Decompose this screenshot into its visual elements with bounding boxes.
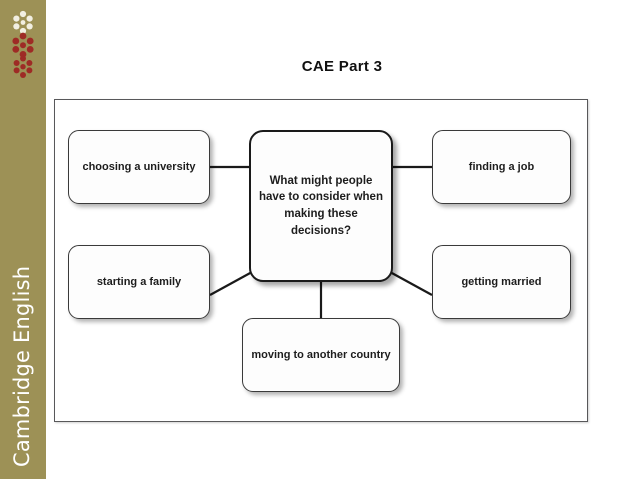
cambridge-flower-ornament-icon — [0, 8, 46, 84]
diagram-frame: choosing a university starting a family … — [54, 99, 588, 422]
node-choosing-university-label: choosing a university — [82, 160, 196, 173]
connector-center-to-starting-family — [209, 271, 253, 296]
node-central-question[interactable]: What might people have to consider when … — [249, 130, 393, 282]
node-choosing-university[interactable]: choosing a university — [68, 130, 210, 204]
node-starting-family[interactable]: starting a family — [68, 245, 210, 319]
node-finding-job[interactable]: finding a job — [432, 130, 571, 204]
diagram-connectors — [209, 165, 433, 318]
page-title: CAE Part 3 — [301, 58, 383, 75]
node-getting-married[interactable]: getting married — [432, 245, 571, 319]
node-central-question-label: What might people have to consider when … — [259, 174, 383, 237]
connector-center-to-getting-married — [389, 271, 433, 296]
node-finding-job-label: finding a job — [468, 160, 535, 173]
brand-name-label: Cambridge English — [10, 265, 34, 467]
node-moving-country[interactable]: moving to another country — [242, 318, 400, 392]
brand-sidebar: Cambridge English — [0, 0, 46, 479]
node-getting-married-label: getting married — [461, 275, 542, 288]
node-moving-country-label: moving to another country — [251, 348, 391, 361]
node-starting-family-label: starting a family — [96, 275, 182, 288]
